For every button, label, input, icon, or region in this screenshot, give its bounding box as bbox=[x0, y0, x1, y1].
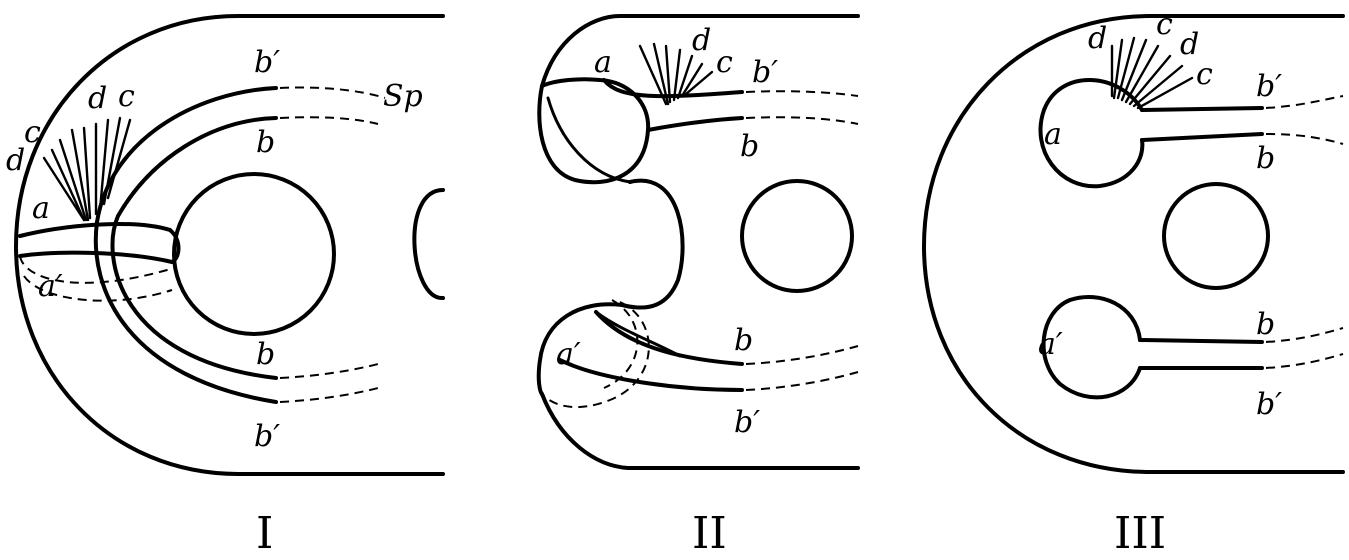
right-partial-hole bbox=[412, 188, 445, 301]
lower-bulb-dashed-2 bbox=[603, 299, 639, 389]
label-a: a bbox=[32, 191, 50, 226]
lower-bulb-a-prime bbox=[536, 302, 624, 396]
dash-b-prime-upper bbox=[745, 90, 859, 97]
dash-b-upper bbox=[279, 116, 379, 125]
label-b-top: b bbox=[256, 125, 275, 160]
lower-lollipop-a-prime bbox=[1041, 294, 1142, 400]
label-b-prime-top: b′ bbox=[752, 55, 778, 90]
label-d-left: d bbox=[6, 143, 25, 178]
label-b-prime-top: b′ bbox=[254, 45, 280, 80]
label-b-prime-top: b′ bbox=[1256, 69, 1282, 104]
caption-panel-3: III bbox=[1114, 508, 1166, 559]
label-d-right: d bbox=[1180, 27, 1199, 62]
dash-b-upper bbox=[745, 116, 859, 125]
label-b-prime-bottom: b′ bbox=[1256, 387, 1282, 422]
label-s-p: Sp bbox=[383, 79, 423, 114]
label-c-inner: c bbox=[118, 79, 135, 114]
panel-1: b′ b Sp c d d c a a′ b b′ I bbox=[6, 14, 445, 559]
central-hole bbox=[1162, 182, 1270, 290]
central-hole bbox=[172, 172, 336, 336]
label-a-prime: a′ bbox=[1038, 327, 1063, 362]
upper-bulb-a bbox=[537, 77, 651, 185]
panel-3: d c d c b′ a b a′ b b′ III bbox=[922, 7, 1345, 559]
upper-lollipop-a bbox=[1038, 78, 1145, 189]
label-a: a bbox=[1044, 117, 1062, 152]
dash-b-lower bbox=[279, 363, 379, 379]
handle-b-upper bbox=[646, 116, 744, 132]
label-a: a bbox=[594, 45, 612, 80]
handle-b-prime-upper bbox=[602, 78, 744, 99]
label-d-inner: d bbox=[88, 81, 107, 116]
handle-b-lower bbox=[1138, 338, 1264, 344]
label-a-prime: a′ bbox=[556, 337, 581, 372]
label-c: c bbox=[716, 45, 733, 80]
outer-boundary-bottom bbox=[540, 392, 860, 470]
label-b-top: b bbox=[740, 129, 759, 164]
outer-boundary bbox=[922, 14, 1345, 474]
thread-fan bbox=[42, 116, 132, 222]
upper-bulb-inner bbox=[546, 96, 632, 184]
tube-a-end bbox=[168, 228, 181, 264]
tube-a-prime-dashed-2 bbox=[23, 275, 173, 302]
dash-b-lower bbox=[745, 345, 859, 365]
label-b-top: b bbox=[1256, 141, 1275, 176]
thread-fan bbox=[638, 42, 714, 106]
label-b-prime-bottom: b′ bbox=[734, 405, 760, 440]
label-b-prime-bottom: b′ bbox=[254, 419, 280, 454]
tube-a-prime-dashed-1 bbox=[19, 255, 175, 284]
handle-b-prime-upper bbox=[1140, 106, 1264, 112]
panel-2: a d c b′ b a′ b b′ II bbox=[536, 14, 860, 559]
dash-b-upper bbox=[1265, 133, 1344, 145]
label-b-bottom: b bbox=[734, 323, 753, 358]
label-a-prime: a′ bbox=[38, 269, 63, 304]
dash-b-prime-lower bbox=[1265, 353, 1344, 369]
lower-bulb-arc bbox=[594, 310, 682, 358]
dash-b-lower bbox=[1265, 327, 1344, 343]
handle-b-lower bbox=[594, 310, 744, 366]
thread-fan bbox=[1110, 36, 1194, 110]
outer-boundary bbox=[14, 14, 445, 476]
neck-right bbox=[620, 178, 685, 310]
label-c-left: c bbox=[24, 115, 41, 150]
handle-b-prime-upper bbox=[93, 86, 278, 404]
dash-b-prime-upper bbox=[279, 86, 386, 99]
dash-b-prime-lower bbox=[279, 387, 379, 403]
caption-panel-2: II bbox=[692, 508, 727, 559]
outer-boundary-top bbox=[540, 14, 860, 88]
label-b-bottom: b bbox=[256, 337, 275, 372]
label-d-left: d bbox=[1088, 21, 1107, 56]
label-b-bottom: b bbox=[1256, 307, 1275, 342]
central-hole bbox=[740, 179, 854, 293]
dash-b-prime-lower bbox=[745, 371, 859, 391]
label-c-right: c bbox=[1196, 57, 1213, 92]
handle-b-lower bbox=[110, 116, 278, 380]
handle-b-prime-lower bbox=[558, 358, 744, 392]
tube-a-lower bbox=[18, 250, 174, 264]
tube-a-upper bbox=[18, 222, 172, 238]
label-c-top: c bbox=[1156, 7, 1173, 42]
caption-panel-1: I bbox=[256, 508, 273, 559]
handle-b-upper bbox=[1140, 132, 1264, 142]
label-d: d bbox=[692, 23, 711, 58]
lower-bulb-dashed bbox=[541, 301, 650, 409]
